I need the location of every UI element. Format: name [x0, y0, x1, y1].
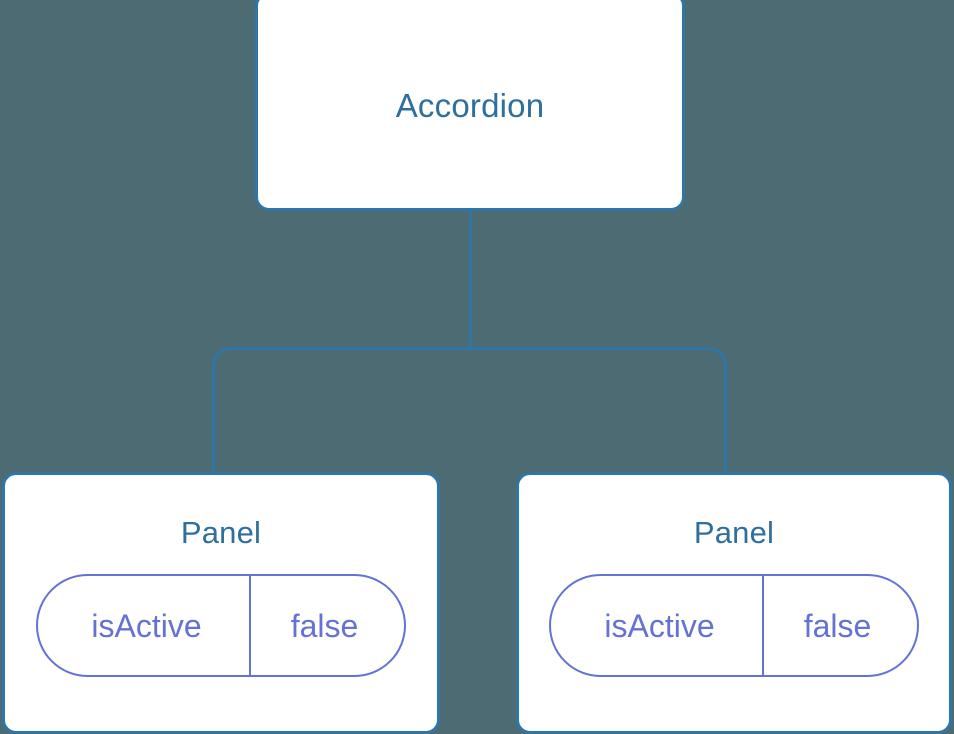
state-pill-value: false: [290, 607, 359, 644]
node-panel-left-title: Panel: [180, 515, 262, 550]
node-panel-right[interactable]: Panel isActive false: [516, 472, 952, 734]
state-pill-key: isActive: [551, 576, 764, 675]
state-pill-panel-left[interactable]: isActive false: [36, 574, 406, 677]
connector-to-panel-right: [470, 347, 727, 474]
node-accordion-title: Accordion: [395, 87, 545, 124]
connector-to-panel-left: [212, 347, 471, 474]
state-pill-key: isActive: [38, 576, 251, 675]
node-panel-left[interactable]: Panel isActive false: [2, 472, 440, 734]
node-accordion[interactable]: Accordion: [255, 0, 685, 211]
node-panel-right-title: Panel: [693, 515, 775, 550]
state-pill-value: false: [803, 607, 872, 644]
state-pill-panel-right[interactable]: isActive false: [549, 574, 919, 677]
